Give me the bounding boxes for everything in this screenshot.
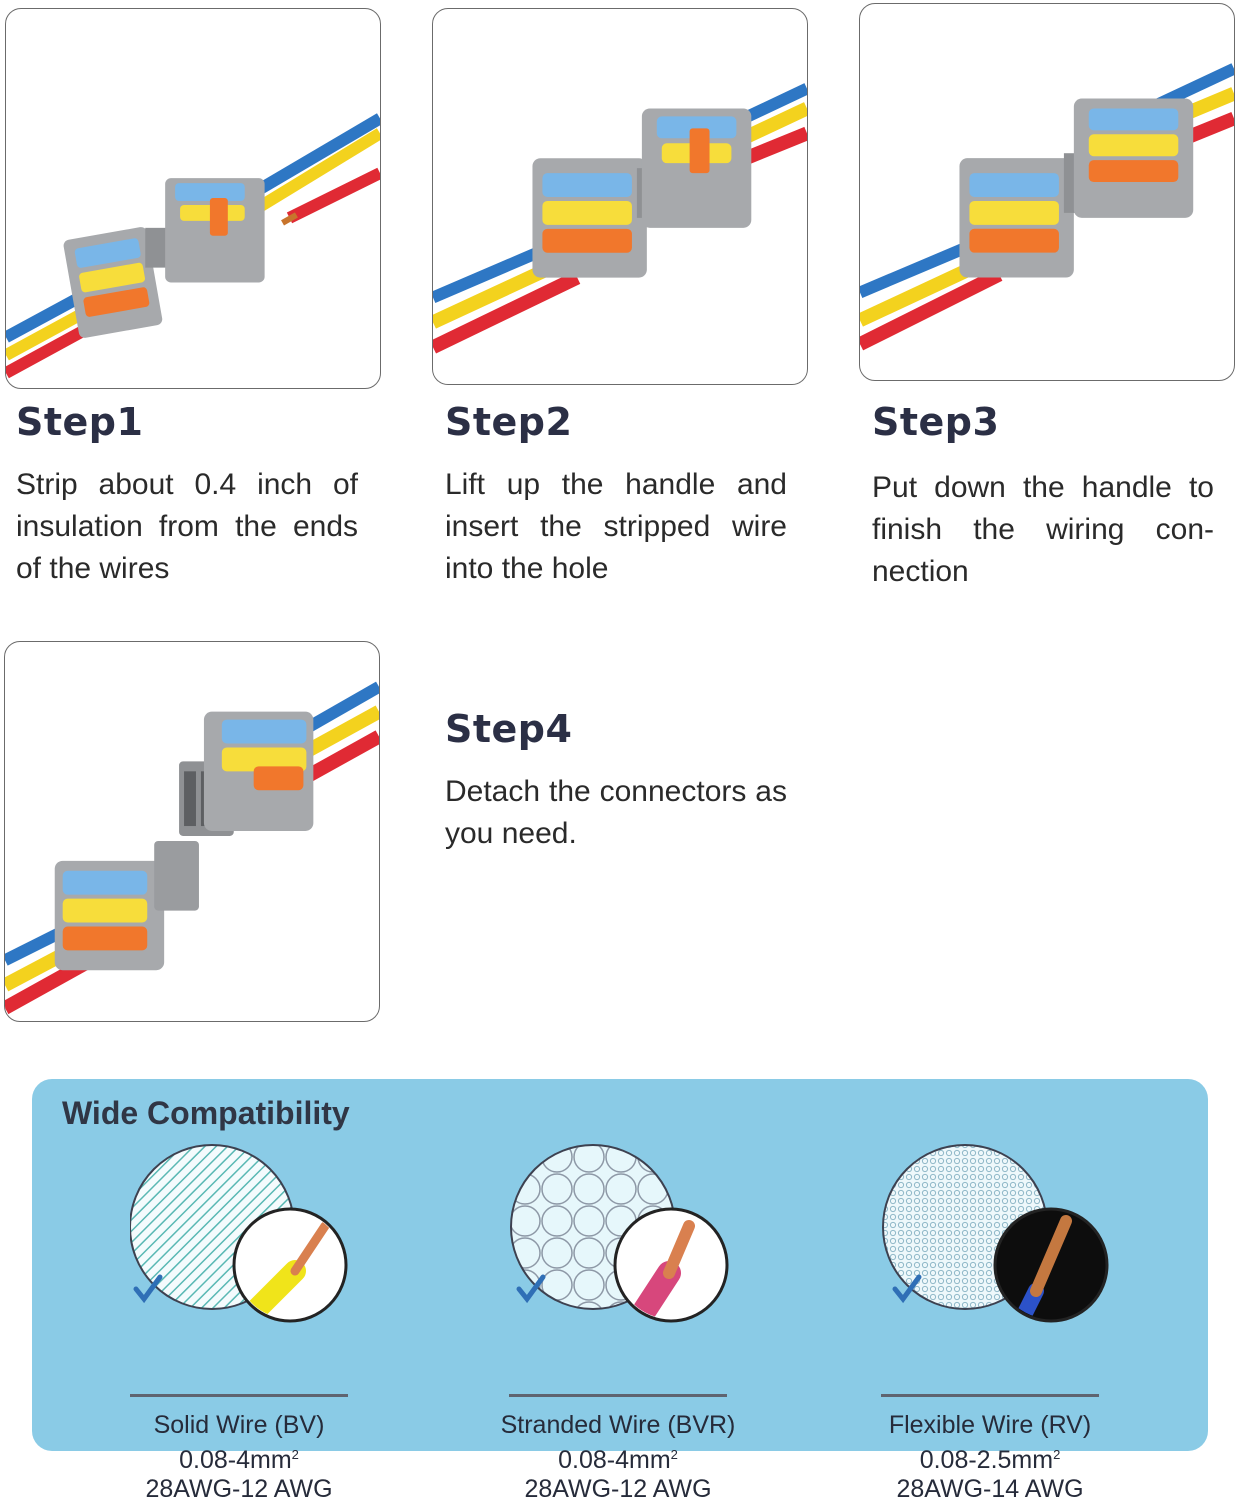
compatibility-title: Wide Compatibility	[62, 1095, 350, 1131]
flexible-wire-text: Flexible Wire (RV) 0.08-2.5mm2 28AWG-14 …	[840, 1411, 1140, 1504]
flexible-wire-size: 0.08-2.5mm2	[919, 1446, 1061, 1474]
connector-wired-image	[860, 63, 1234, 351]
connector-strip-wire-image	[6, 113, 380, 379]
stranded-wire-text: Stranded Wire (BVR) 0.08-4mm2 28AWG-12 A…	[468, 1411, 768, 1504]
step1-title: Step1	[16, 400, 144, 444]
flexible-wire-card: Flexible Wire (RV) 0.08-2.5mm2 28AWG-14 …	[881, 1141, 1181, 1503]
stranded-wire-card: Stranded Wire (BVR) 0.08-4mm2 28AWG-12 A…	[501, 1141, 809, 1503]
solid-wire-icon	[130, 1144, 348, 1323]
solid-wire-size: 0.08-4mm2	[179, 1446, 299, 1474]
stranded-wire-size: 0.08-4mm2	[558, 1446, 678, 1474]
stranded-wire-divider	[509, 1394, 727, 1397]
solid-wire-text: Solid Wire (BV) 0.08-4mm2 28AWG-12 AWG	[89, 1411, 389, 1504]
flexible-wire-awg: 28AWG-14 AWG	[896, 1475, 1084, 1503]
solid-wire-awg: 28AWG-12 AWG	[145, 1475, 333, 1503]
step2-photo	[432, 8, 808, 385]
solid-wire-card: Solid Wire (BV) 0.08-4mm2 28AWG-12 AWG	[130, 1141, 430, 1503]
step2-title: Step2	[445, 400, 573, 444]
step3-title: Step3	[872, 400, 1000, 444]
step1-description: Strip about 0.4 inch of insulation from …	[16, 468, 358, 585]
step3-photo	[859, 3, 1235, 381]
solid-wire-divider	[130, 1394, 348, 1397]
step4-photo	[4, 641, 380, 1022]
solid-wire-name: Solid Wire (BV)	[153, 1411, 325, 1439]
stranded-wire-icon	[510, 1144, 729, 1323]
flexible-wire-name: Flexible Wire (RV)	[888, 1411, 1092, 1439]
stranded-wire-name: Stranded Wire (BVR)	[500, 1411, 736, 1439]
connector-detached-image	[5, 681, 379, 1015]
step4-title: Step4	[445, 707, 573, 751]
step3-description: Put down the handle to finish the wiring…	[872, 471, 1214, 588]
wide-compatibility-panel: Wide Compatibility Solid Wire (BV) 0.08-…	[32, 1079, 1208, 1503]
step1-photo	[5, 8, 381, 389]
stranded-wire-awg: 28AWG-12 AWG	[524, 1475, 712, 1503]
step2-description: Lift up the handle and insert the stripp…	[445, 468, 787, 585]
flexible-wire-divider	[881, 1394, 1099, 1397]
flexible-wire-icon	[882, 1144, 1109, 1323]
connector-insert-wire-image	[433, 83, 807, 354]
step4-description: Detach the connectors as you need.	[445, 775, 787, 850]
